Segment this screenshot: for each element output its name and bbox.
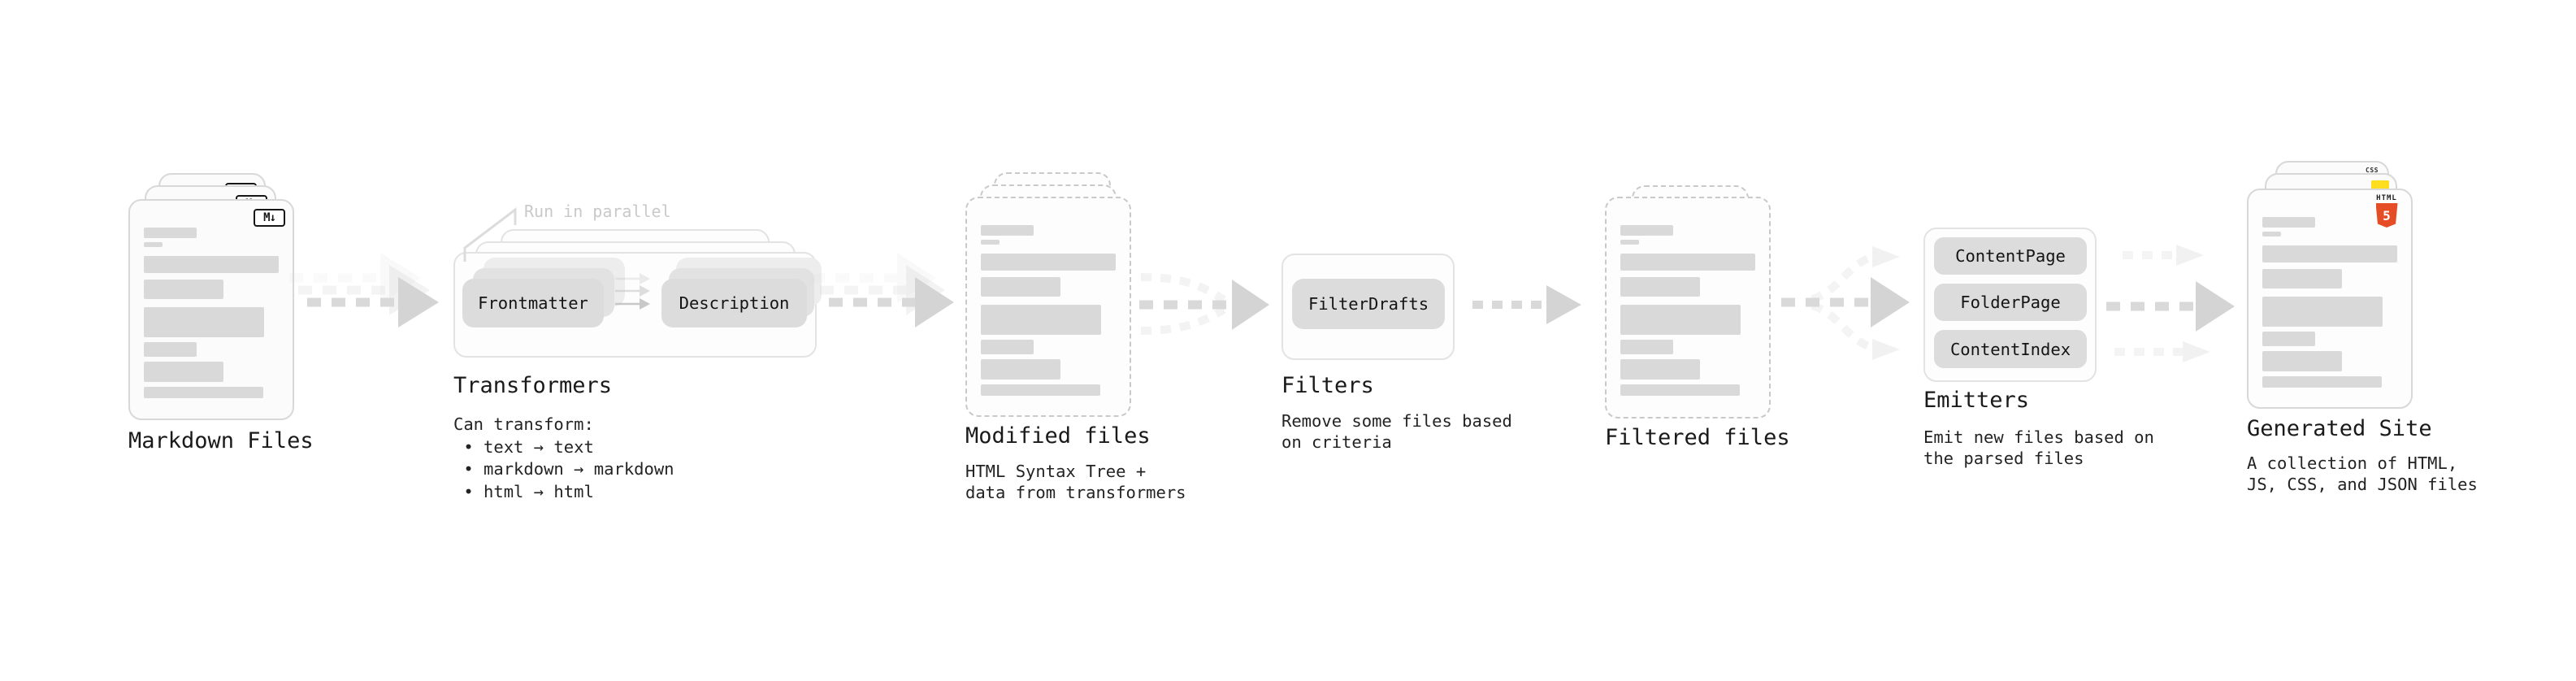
text-line-bar: [2262, 297, 2383, 327]
arrow-markdown-to-transformers: [289, 253, 439, 327]
filters-label: Filters: [1281, 373, 1374, 398]
modified-files-label: Modified files: [965, 423, 1151, 449]
markdown-file-card-front: M↓: [128, 199, 294, 420]
text-line-bar: [2262, 245, 2397, 262]
text-line-bar: [144, 280, 223, 299]
modified-files-desc: HTML Syntax Tree + data from transformer…: [965, 462, 1186, 502]
markdown-files-label: Markdown Files: [128, 428, 314, 453]
generated-file-card-front: HTML 5: [2247, 189, 2413, 409]
text-line-bar: [1620, 340, 1673, 354]
text-line-bar: [981, 340, 1034, 354]
html5-icon-shield: 5: [2375, 203, 2398, 228]
frontmatter-pill: Frontmatter: [462, 279, 604, 327]
text-line-bar: [981, 240, 1000, 245]
arrow-filtered-to-emitters: [1781, 246, 1910, 360]
text-line-bar: [1620, 277, 1700, 297]
filters-desc: Remove some files based on criteria: [1281, 411, 1512, 452]
css-icon-text: CSS: [2366, 167, 2379, 174]
text-line-bar: [144, 387, 263, 398]
text-line-bar: [1620, 384, 1740, 396]
text-line-bar: [1620, 305, 1741, 335]
text-line-bar: [981, 384, 1100, 396]
generated-site-desc: A collection of HTML, JS, CSS, and JSON …: [2247, 453, 2478, 494]
modified-file-card-front: [965, 197, 1131, 417]
contentindex-pill: ContentIndex: [1934, 330, 2087, 368]
description-pill: Description: [661, 279, 807, 327]
transformers-label: Transformers: [453, 373, 613, 398]
transformers-desc: Can transform: • text → text • markdown …: [453, 414, 674, 501]
folderpage-pill: FolderPage: [1934, 284, 2087, 321]
text-line-bar: [981, 277, 1060, 297]
markdown-icon: M↓: [254, 209, 285, 227]
text-line-bar: [144, 256, 279, 273]
text-line-bar: [2262, 217, 2315, 228]
text-line-bar: [2262, 232, 2281, 236]
text-line-bar: [144, 242, 163, 247]
text-line-bar: [144, 307, 264, 337]
arrow-emitters-to-generated: [2106, 245, 2235, 362]
generated-site-label: Generated Site: [2247, 416, 2432, 441]
emitters-label: Emitters: [1923, 388, 2030, 413]
arrow-filters-to-filtered: [1472, 285, 1581, 324]
text-line-bar: [981, 254, 1116, 271]
text-line-bar: [144, 228, 197, 238]
text-line-bar: [981, 359, 1060, 380]
text-line-bar: [144, 362, 223, 382]
text-line-bar: [2262, 351, 2342, 371]
text-line-bar: [2262, 332, 2315, 346]
html5-icon: HTML 5: [2370, 194, 2403, 228]
arrow-modified-to-filters: [1139, 273, 1269, 335]
run-in-parallel-note: Run in parallel: [524, 202, 671, 221]
filtered-files-label: Filtered files: [1605, 425, 1790, 450]
text-line-bar: [981, 225, 1034, 236]
filtered-file-card-front: [1605, 197, 1771, 419]
text-line-bar: [1620, 240, 1639, 245]
text-line-bar: [2262, 376, 2382, 388]
text-line-bar: [1620, 359, 1700, 380]
text-line-bar: [1620, 254, 1755, 271]
contentpage-pill: ContentPage: [1934, 237, 2087, 275]
text-line-bar: [1620, 225, 1673, 236]
text-line-bar: [981, 305, 1101, 335]
text-line-bar: [2262, 269, 2342, 288]
filterdrafts-pill: FilterDrafts: [1292, 279, 1445, 329]
emitters-desc: Emit new files based on the parsed files: [1923, 427, 2154, 468]
arrow-transformers-to-modified: [811, 253, 954, 327]
text-line-bar: [144, 342, 197, 357]
html5-icon-text: HTML: [2376, 194, 2397, 202]
